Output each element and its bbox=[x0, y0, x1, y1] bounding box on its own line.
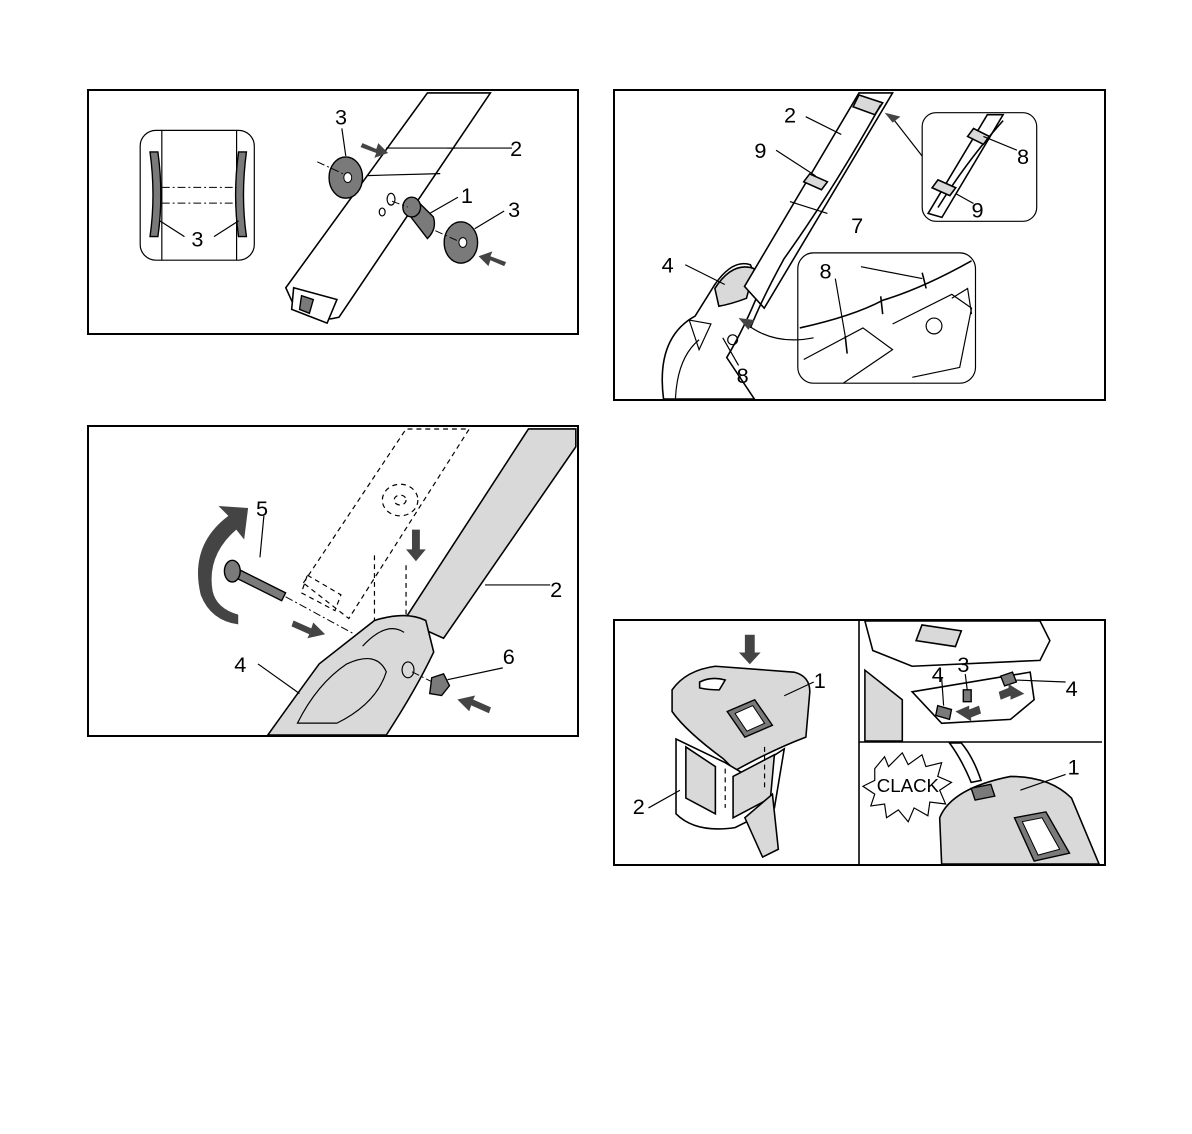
figure-2-cable-routing: 2 9 8 9 7 4 8 8 bbox=[613, 89, 1106, 401]
washer-left bbox=[317, 157, 362, 198]
callout-3: 3 bbox=[335, 104, 347, 129]
callout-4: 4 bbox=[932, 662, 944, 687]
callout-8: 8 bbox=[1017, 144, 1029, 169]
callout-7: 7 bbox=[851, 213, 863, 238]
callout-6: 6 bbox=[503, 644, 515, 669]
rotation-arrow-icon bbox=[198, 506, 248, 624]
callout-3: 3 bbox=[957, 652, 969, 677]
figure-4-drawing: 1 2 4 3 4 CLACK bbox=[615, 621, 1104, 864]
bolt bbox=[224, 560, 354, 634]
callout-1: 1 bbox=[1068, 754, 1080, 779]
callout-4: 4 bbox=[1066, 676, 1078, 701]
callout-1: 1 bbox=[461, 183, 473, 208]
callout-8: 8 bbox=[820, 259, 832, 284]
callout-2: 2 bbox=[510, 136, 522, 161]
arrow-down-icon bbox=[406, 530, 426, 562]
callout-1: 1 bbox=[814, 668, 826, 693]
callout-8: 8 bbox=[737, 363, 749, 388]
handle-tube bbox=[404, 429, 576, 638]
hand-finger bbox=[950, 743, 981, 782]
callout-3: 3 bbox=[508, 197, 520, 222]
washer-right bbox=[435, 222, 477, 263]
callout-9: 9 bbox=[754, 138, 766, 163]
arrow-left-icon bbox=[457, 696, 491, 714]
figure-4-grass-catcher: 1 2 4 3 4 CLACK bbox=[613, 619, 1106, 866]
callout-3: 3 bbox=[191, 226, 203, 251]
figure-1-drawing: 3 2 1 3 3 bbox=[89, 91, 577, 333]
sound-text: CLACK bbox=[877, 775, 940, 796]
figure-3-bolt-mounting: 5 2 4 6 bbox=[87, 425, 579, 737]
callout-4: 4 bbox=[234, 652, 246, 677]
callout-4: 4 bbox=[662, 253, 674, 278]
callout-2: 2 bbox=[550, 577, 562, 602]
handle-tube bbox=[286, 93, 491, 323]
figure-2-drawing: 2 9 8 9 7 4 8 8 bbox=[615, 91, 1104, 399]
callout-5: 5 bbox=[256, 496, 268, 521]
handle-bracket bbox=[268, 616, 434, 735]
figure-3-drawing: 5 2 4 6 bbox=[89, 427, 577, 735]
arrow-left-icon bbox=[479, 251, 507, 266]
callout-2: 2 bbox=[633, 794, 645, 819]
mower-rear-detail bbox=[865, 621, 1050, 741]
arrow-right-icon bbox=[292, 620, 326, 638]
figure-1-tube-washers: 3 2 1 3 3 bbox=[87, 89, 579, 335]
callout-2: 2 bbox=[784, 103, 796, 128]
callout-9: 9 bbox=[972, 197, 984, 222]
arrow-pointer-icon bbox=[885, 113, 901, 123]
arrow-down-icon bbox=[739, 635, 761, 665]
lid-closed bbox=[940, 776, 1099, 864]
